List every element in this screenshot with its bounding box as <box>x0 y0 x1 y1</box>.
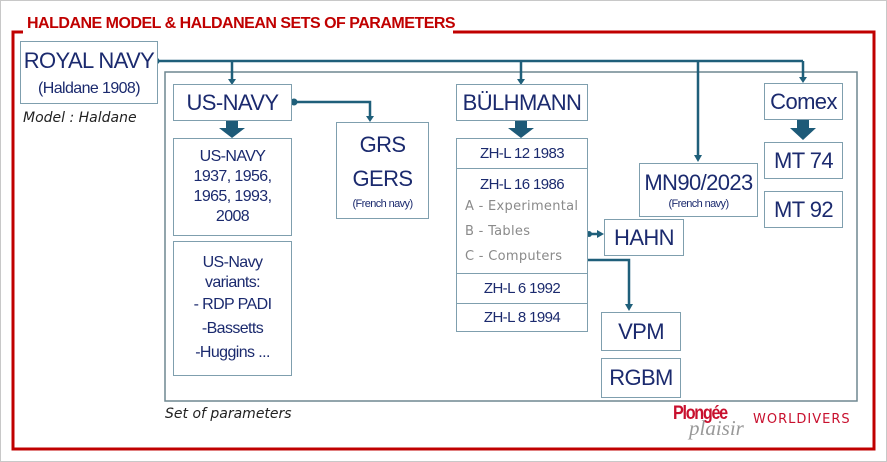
text: (French navy) <box>668 198 729 210</box>
hahn-box: HAHN <box>604 219 684 256</box>
zhl-8-row: ZH-L 8 1994 <box>457 304 587 331</box>
arrow-down-icon <box>508 121 534 138</box>
worldivers-logo: WORLDIVERS <box>753 412 851 427</box>
plongee-plaisir-logo: Plongée plaisir <box>673 403 753 447</box>
text: GERS <box>352 165 414 191</box>
diagram-title: HALDANE MODEL & HALDANEAN SETS OF PARAME… <box>27 15 456 32</box>
set-label: Set of parameters <box>165 406 292 422</box>
zhl-16-row: ZH-L 16 1986 A - Experimental B - Tables… <box>457 169 587 274</box>
royal-navy-box: ROYAL NAVY (Haldane 1908) <box>20 41 158 104</box>
text: -Huggins ... <box>195 343 270 361</box>
zhl-12-row: ZH-L 12 1983 <box>457 139 587 169</box>
vpm-box: VPM <box>601 312 681 351</box>
royal-navy-sub: (Haldane 1908) <box>38 79 141 97</box>
text: ZH-L 12 1983 <box>480 145 565 162</box>
text: ZH-L 16 1986 <box>480 176 565 193</box>
zhl-6-row: ZH-L 6 1992 <box>457 274 587 304</box>
arrow-down-icon <box>790 120 816 140</box>
mn90-box: MN90/2023 (French navy) <box>639 163 758 217</box>
us-navy-box: US-NAVY <box>173 84 292 121</box>
royal-navy-name: ROYAL NAVY <box>23 47 155 73</box>
buhlmann-box: BÜLHMANN <box>456 84 588 121</box>
text: C - Computers <box>465 249 563 264</box>
mt74-box: MT 74 <box>764 142 843 179</box>
text: -Bassetts <box>201 319 264 337</box>
text: GRS <box>359 131 406 157</box>
text: US-Navy <box>202 253 263 271</box>
text: - RDP PADI <box>193 295 272 313</box>
arrow-down-icon <box>219 121 245 138</box>
grs-box: GRS GERS (French navy) <box>336 122 429 219</box>
text: US-NAVY <box>199 148 266 165</box>
text: MN90/2023 <box>644 170 753 195</box>
text: ZH-L 8 1994 <box>483 309 561 326</box>
text: ZH-L 6 1992 <box>483 280 561 297</box>
logo-text: Plongée <box>673 403 728 424</box>
text: B - Tables <box>465 224 531 239</box>
us-navy-versions-box: US-NAVY 1937, 1956, 1965, 1993, 2008 <box>173 138 292 236</box>
logo-text: plaisir <box>689 416 744 440</box>
zhl-stack: ZH-L 12 1983 ZH-L 16 1986 A - Experiment… <box>456 138 588 332</box>
mt92-box: MT 92 <box>764 191 843 228</box>
text: 1965, 1993, <box>193 188 273 205</box>
model-label: Model : Haldane <box>23 110 137 126</box>
text: (French navy) <box>352 197 413 210</box>
comex-box: Comex <box>764 83 843 120</box>
us-navy-variants-box: US-Navy variants: - RDP PADI -Bassetts -… <box>173 241 292 376</box>
rgbm-box: RGBM <box>601 358 681 398</box>
text: 2008 <box>215 208 250 225</box>
text: A - Experimental <box>465 199 579 214</box>
parameters-frame <box>164 71 858 402</box>
text: 1937, 1956, <box>193 168 273 185</box>
red-frame <box>11 30 876 451</box>
text: variants: <box>204 273 261 291</box>
